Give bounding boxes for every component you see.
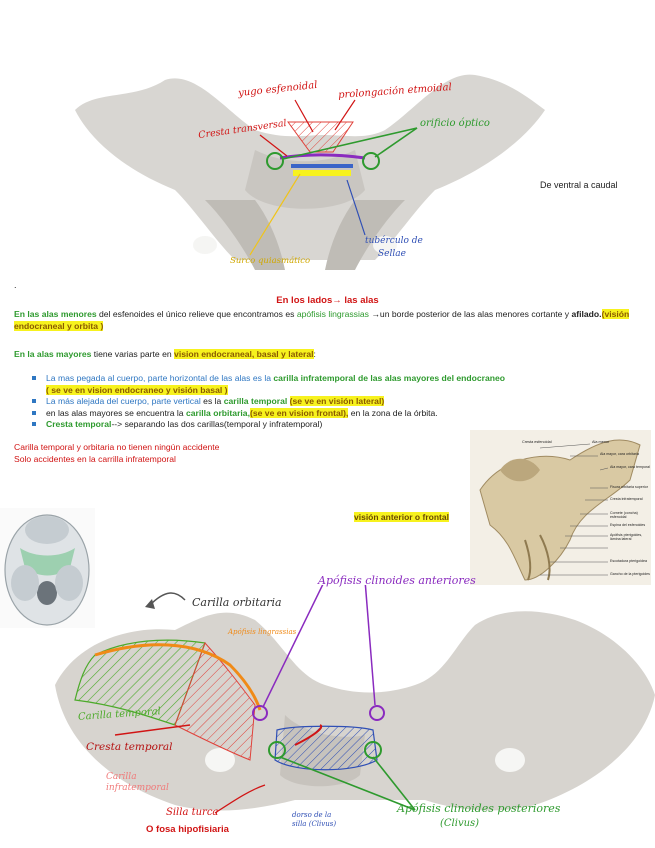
label-silla-turca: Silla turca xyxy=(166,807,218,818)
paragraph-alas-mayores: En la alas mayores tiene varias parte en… xyxy=(14,349,639,361)
label-orificio-optico: orificio óptico xyxy=(420,118,490,129)
text: La más alejada del cuerpo, parte vertica… xyxy=(46,396,201,406)
bullet-list: La mas pegada al cuerpo, parte horizonta… xyxy=(32,373,632,431)
term-carilla-orbitaria: carilla orbitaria, xyxy=(186,408,250,418)
label-apofisis-clinoides-posteriores: Apófisis clinoides posteriores xyxy=(397,802,560,815)
text: tiene varias parte en xyxy=(91,349,174,359)
label-apofisis-lingrassias: Apófisis lingrassias xyxy=(228,628,296,636)
atlas-label: Fisura orbitaria superior xyxy=(610,485,650,489)
text: en las alas mayores se encuentra la xyxy=(46,408,186,418)
side-note-ventral-caudal: De ventral a caudal xyxy=(540,180,618,190)
label-carilla-infratemporal: Carilla infratemporal xyxy=(106,772,156,794)
atlas-label: Ala mayor, cara orbitaria xyxy=(600,452,650,456)
list-item: en las alas mayores se encuentra la cari… xyxy=(32,408,632,420)
text: →un borde posterior de las alas menores … xyxy=(369,309,572,319)
highlight: ( se ve en vision endocraneo y visión ba… xyxy=(46,385,228,395)
bullet-icon xyxy=(32,376,36,380)
top-sphenoid-figure xyxy=(55,40,555,275)
stray-dot: . xyxy=(14,280,17,290)
label-fosa-hipofisiaria: O fosa hipofisiaria xyxy=(146,824,229,835)
label-clivus: (Clivus) xyxy=(440,818,479,829)
term-apofisis: apófisis lingrassias xyxy=(297,309,369,319)
atlas-label: Cornete (concha) esfenoidal xyxy=(610,511,650,519)
vision-frontal-label: visión anterior o frontal xyxy=(354,512,449,522)
atlas-label: Cresta infratemporal xyxy=(610,497,643,501)
text: en la zona de la órbita. xyxy=(348,408,437,418)
highlight-vision: vision endocraneal, basal y lateral xyxy=(174,349,313,359)
label-tuberculo-silla: Sellae xyxy=(378,249,406,259)
text-afilado: afilado. xyxy=(571,309,601,319)
bullet-icon xyxy=(32,399,36,403)
highlight: (se ve en vision frontal), xyxy=(250,408,348,418)
label-carilla-orbitaria: Carilla orbitaria xyxy=(192,596,282,609)
text: La mas pegada al cuerpo, parte horizonta… xyxy=(46,373,273,383)
atlas-label: Ala mayor, cara temporal xyxy=(610,465,650,469)
label-cresta-temporal: Cresta temporal xyxy=(86,741,173,753)
list-item: La más alejada del cuerpo, parte vertica… xyxy=(32,396,632,408)
term-cresta-temporal: Cresta temporal xyxy=(46,419,111,429)
text: es la xyxy=(201,396,224,406)
text: : xyxy=(314,349,316,359)
red-note-2: Solo accidentes en la carrilla infratemp… xyxy=(14,454,176,466)
atlas-label: Espina del esfenoides xyxy=(610,523,645,527)
sphenoid-bone-illustration xyxy=(55,40,555,275)
bullet-icon xyxy=(32,422,36,426)
highlight: (se ve en visión lateral) xyxy=(290,396,385,406)
text: --> separando las dos carillas(temporal … xyxy=(111,419,322,429)
atlas-label: Gancho de la pterigoides xyxy=(610,572,650,576)
term-alas-menores: En las alas menores xyxy=(14,309,97,319)
atlas-label: Escotadura pterigoidea xyxy=(610,559,647,563)
atlas-label: Apófisis pterigoides, lámina lateral xyxy=(610,533,650,541)
list-item: La mas pegada al cuerpo, parte horizonta… xyxy=(32,373,632,396)
red-note-1: Carilla temporal y orbitaria no tienen n… xyxy=(14,442,219,454)
label-surco-quiasmatico: Surco quiasmático xyxy=(230,256,310,266)
term-carilla-temporal: carilla temporal xyxy=(224,396,288,406)
paragraph-alas-menores: En las alas menores del esfenoides el ún… xyxy=(14,309,639,332)
highlight: visión anterior o frontal xyxy=(354,512,449,522)
label-tuberculo-de: tubérculo de xyxy=(365,236,423,246)
term-alas-mayores: En la alas mayores xyxy=(14,349,91,359)
atlas-label: Cresta esfenoidal xyxy=(522,440,552,444)
text: del esfenoides el único relieve que enco… xyxy=(97,309,297,319)
section-heading: En los lados→ las alas xyxy=(0,295,655,307)
atlas-lateral-image: Cresta esfenoidal Ala menor Ala mayor, c… xyxy=(470,430,651,585)
atlas-label: Ala menor xyxy=(592,440,609,444)
term-carilla-infratemporal: carilla infratemporal de las alas mayore… xyxy=(273,373,505,383)
label-apofisis-clinoides-anteriores: Apófisis clinoides anteriores xyxy=(318,574,476,587)
bullet-icon xyxy=(32,411,36,415)
label-dorso-silla: dorso de la silla (Clivus) xyxy=(292,811,342,829)
